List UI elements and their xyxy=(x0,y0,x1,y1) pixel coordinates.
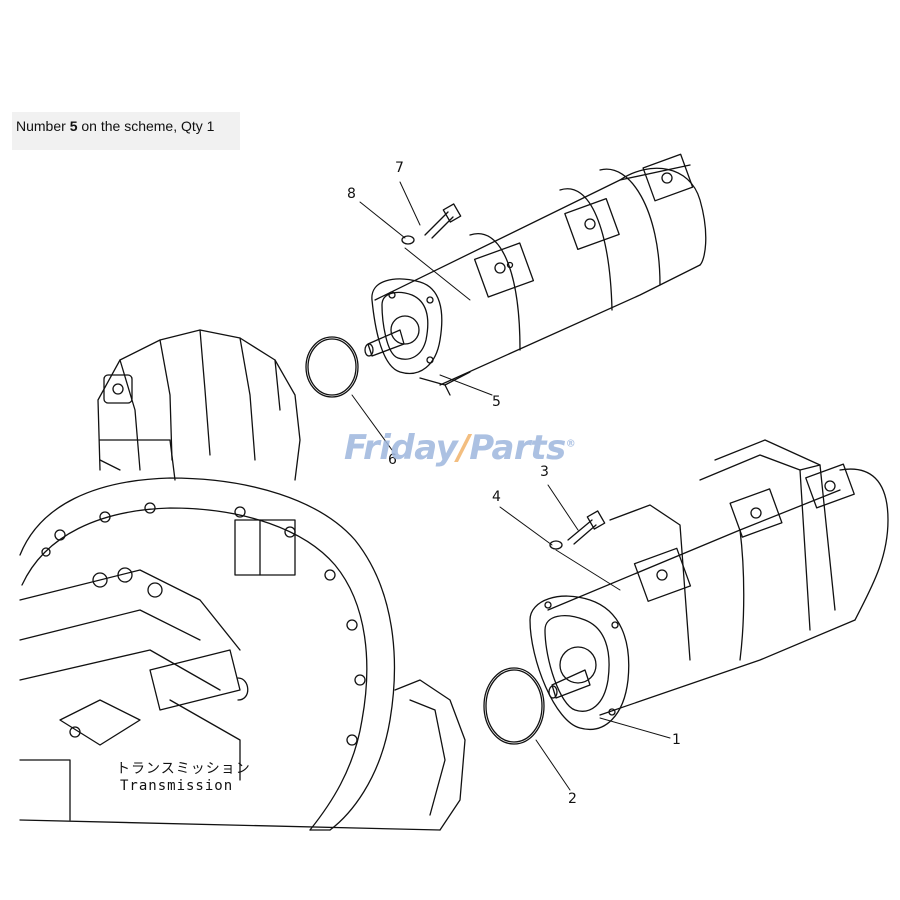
washer-8 xyxy=(401,235,415,245)
callout-4: 4 xyxy=(492,489,501,505)
callout-6: 6 xyxy=(388,452,397,468)
o-ring-6 xyxy=(305,336,359,398)
bolt-3 xyxy=(567,510,606,545)
lower-pump-part-1 xyxy=(529,439,889,730)
fridayparts-watermark: Friday/Parts® xyxy=(344,428,576,468)
transmission-label-en: Transmission xyxy=(120,778,234,794)
callout-2: 2 xyxy=(568,791,577,807)
o-ring-2 xyxy=(483,667,545,745)
washer-4 xyxy=(549,540,563,550)
bolt-7 xyxy=(424,203,462,239)
transmission-housing xyxy=(19,329,466,831)
watermark-accent: / xyxy=(457,428,470,468)
caption-box: Number 5 on the scheme, Qty 1 xyxy=(12,112,240,150)
caption-number: 5 xyxy=(69,118,78,134)
watermark-text-b: Parts xyxy=(469,428,566,468)
transmission-label-jp: トランスミッション xyxy=(116,761,251,777)
caption-prefix: Number xyxy=(16,118,70,134)
watermark-mark: ® xyxy=(565,438,576,450)
callout-1: 1 xyxy=(672,732,681,748)
watermark-text-a: Friday xyxy=(344,428,458,468)
caption-suffix: on the scheme, Qty 1 xyxy=(77,118,215,134)
callout-5: 5 xyxy=(492,394,501,410)
callout-7: 7 xyxy=(395,160,404,176)
callout-8: 8 xyxy=(347,186,356,202)
upper-pump-part-5 xyxy=(364,153,707,396)
callout-3: 3 xyxy=(540,464,549,480)
